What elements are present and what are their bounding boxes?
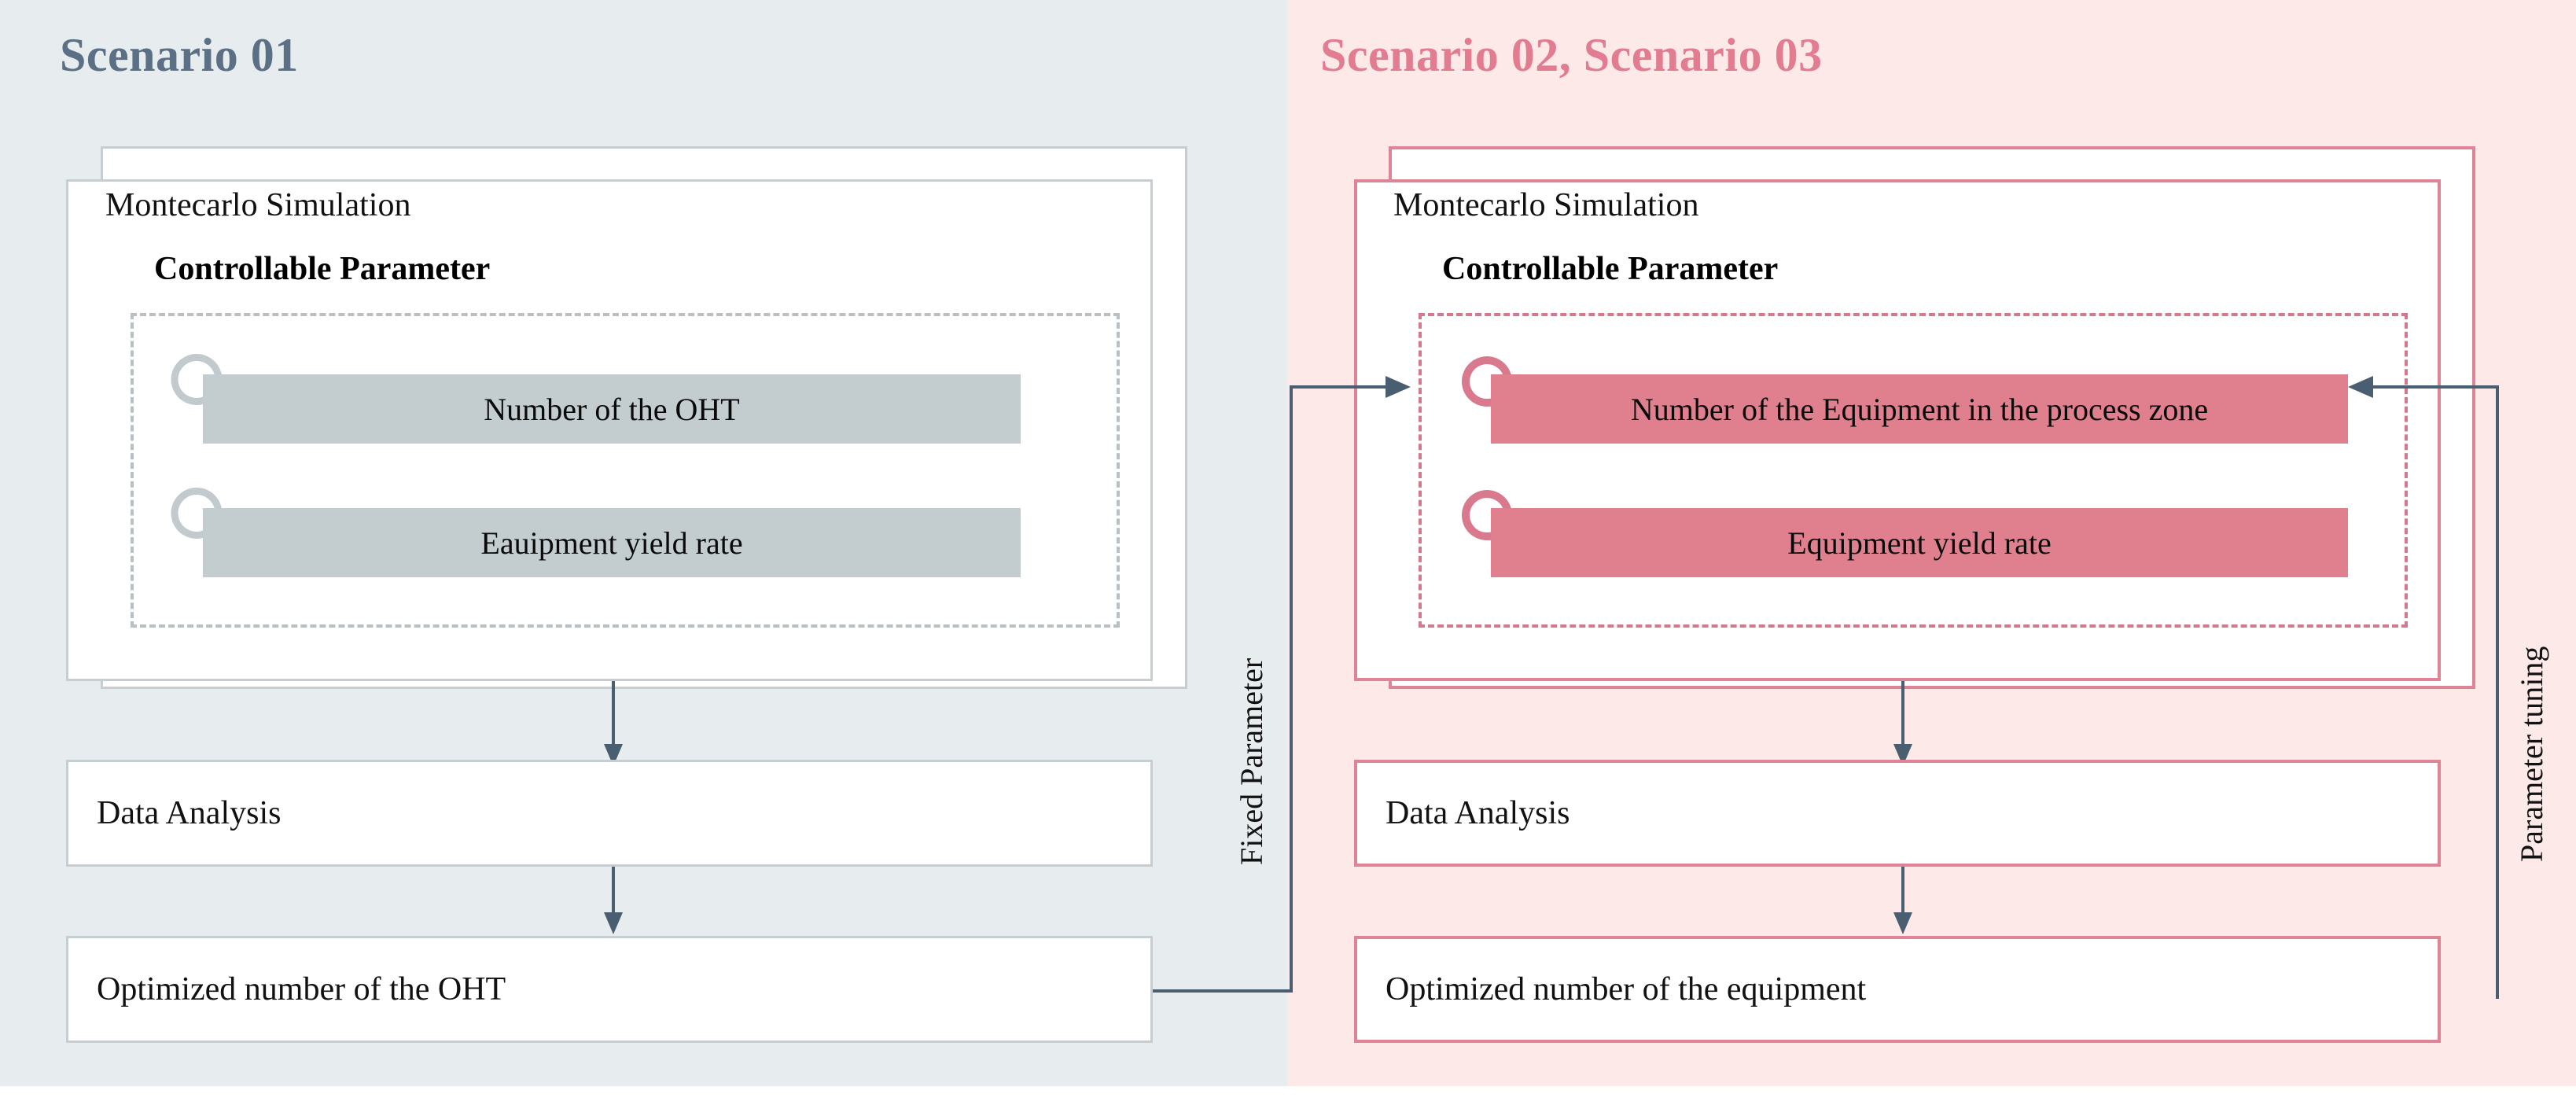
process-box-label: Data Analysis — [97, 795, 282, 831]
process-box-label: Optimized number of the OHT — [97, 971, 506, 1007]
parameter-bar-eauipment-yield-rate[interactable]: Eauipment yield rate — [203, 508, 1021, 577]
process-box-label: Optimized number of the equipment — [1386, 971, 1867, 1007]
parameter-bar-label: Number of the Equipment in the process z… — [1630, 391, 2209, 427]
process-box-optimized-oht[interactable]: Optimized number of the OHT — [66, 936, 1153, 1043]
connector-fixed-parameter — [1153, 376, 1411, 993]
parameter-bar-label: Number of the OHT — [484, 391, 740, 427]
arrow-analysis-to-optimized-right — [1893, 867, 1912, 934]
arrow-analysis-to-optimized-left — [604, 867, 623, 934]
process-box-data-analysis-left[interactable]: Data Analysis — [66, 760, 1153, 867]
process-box-optimized-equipment[interactable]: Optimized number of the equipment — [1354, 936, 2441, 1043]
controllable-parameter-group-right — [1419, 313, 2408, 628]
parameter-bar-equipment-yield-rate[interactable]: Equipment yield rate — [1491, 508, 2348, 577]
simulation-label-left: Montecarlo Simulation — [105, 187, 411, 223]
connector-label-fixed-parameter: Fixed Parameter — [1234, 657, 1269, 865]
panel-title-scenario-02-03: Scenario 02, Scenario 03 — [1320, 29, 1823, 81]
arrow-sim-to-analysis-right — [1893, 681, 1912, 766]
panel-title-scenario-01: Scenario 01 — [60, 29, 299, 81]
parameter-bar-label: Equipment yield rate — [1787, 525, 2052, 561]
controllable-parameter-group-left — [131, 313, 1120, 628]
process-box-label: Data Analysis — [1386, 795, 1570, 831]
parameter-bar-number-of-equipment[interactable]: Number of the Equipment in the process z… — [1491, 374, 2348, 444]
arrow-sim-to-analysis-left — [604, 681, 623, 766]
parameter-bar-label: Eauipment yield rate — [480, 525, 743, 561]
connector-label-parameter-tuning: Parameter tuning — [2514, 646, 2549, 862]
parameter-bar-number-of-oht[interactable]: Number of the OHT — [203, 374, 1021, 444]
controllable-parameter-label-left: Controllable Parameter — [154, 251, 491, 287]
controllable-parameter-label-right: Controllable Parameter — [1442, 251, 1779, 287]
connector-parameter-tuning — [2348, 376, 2499, 999]
simulation-label-right: Montecarlo Simulation — [1393, 187, 1699, 223]
process-box-data-analysis-right[interactable]: Data Analysis — [1354, 760, 2441, 867]
